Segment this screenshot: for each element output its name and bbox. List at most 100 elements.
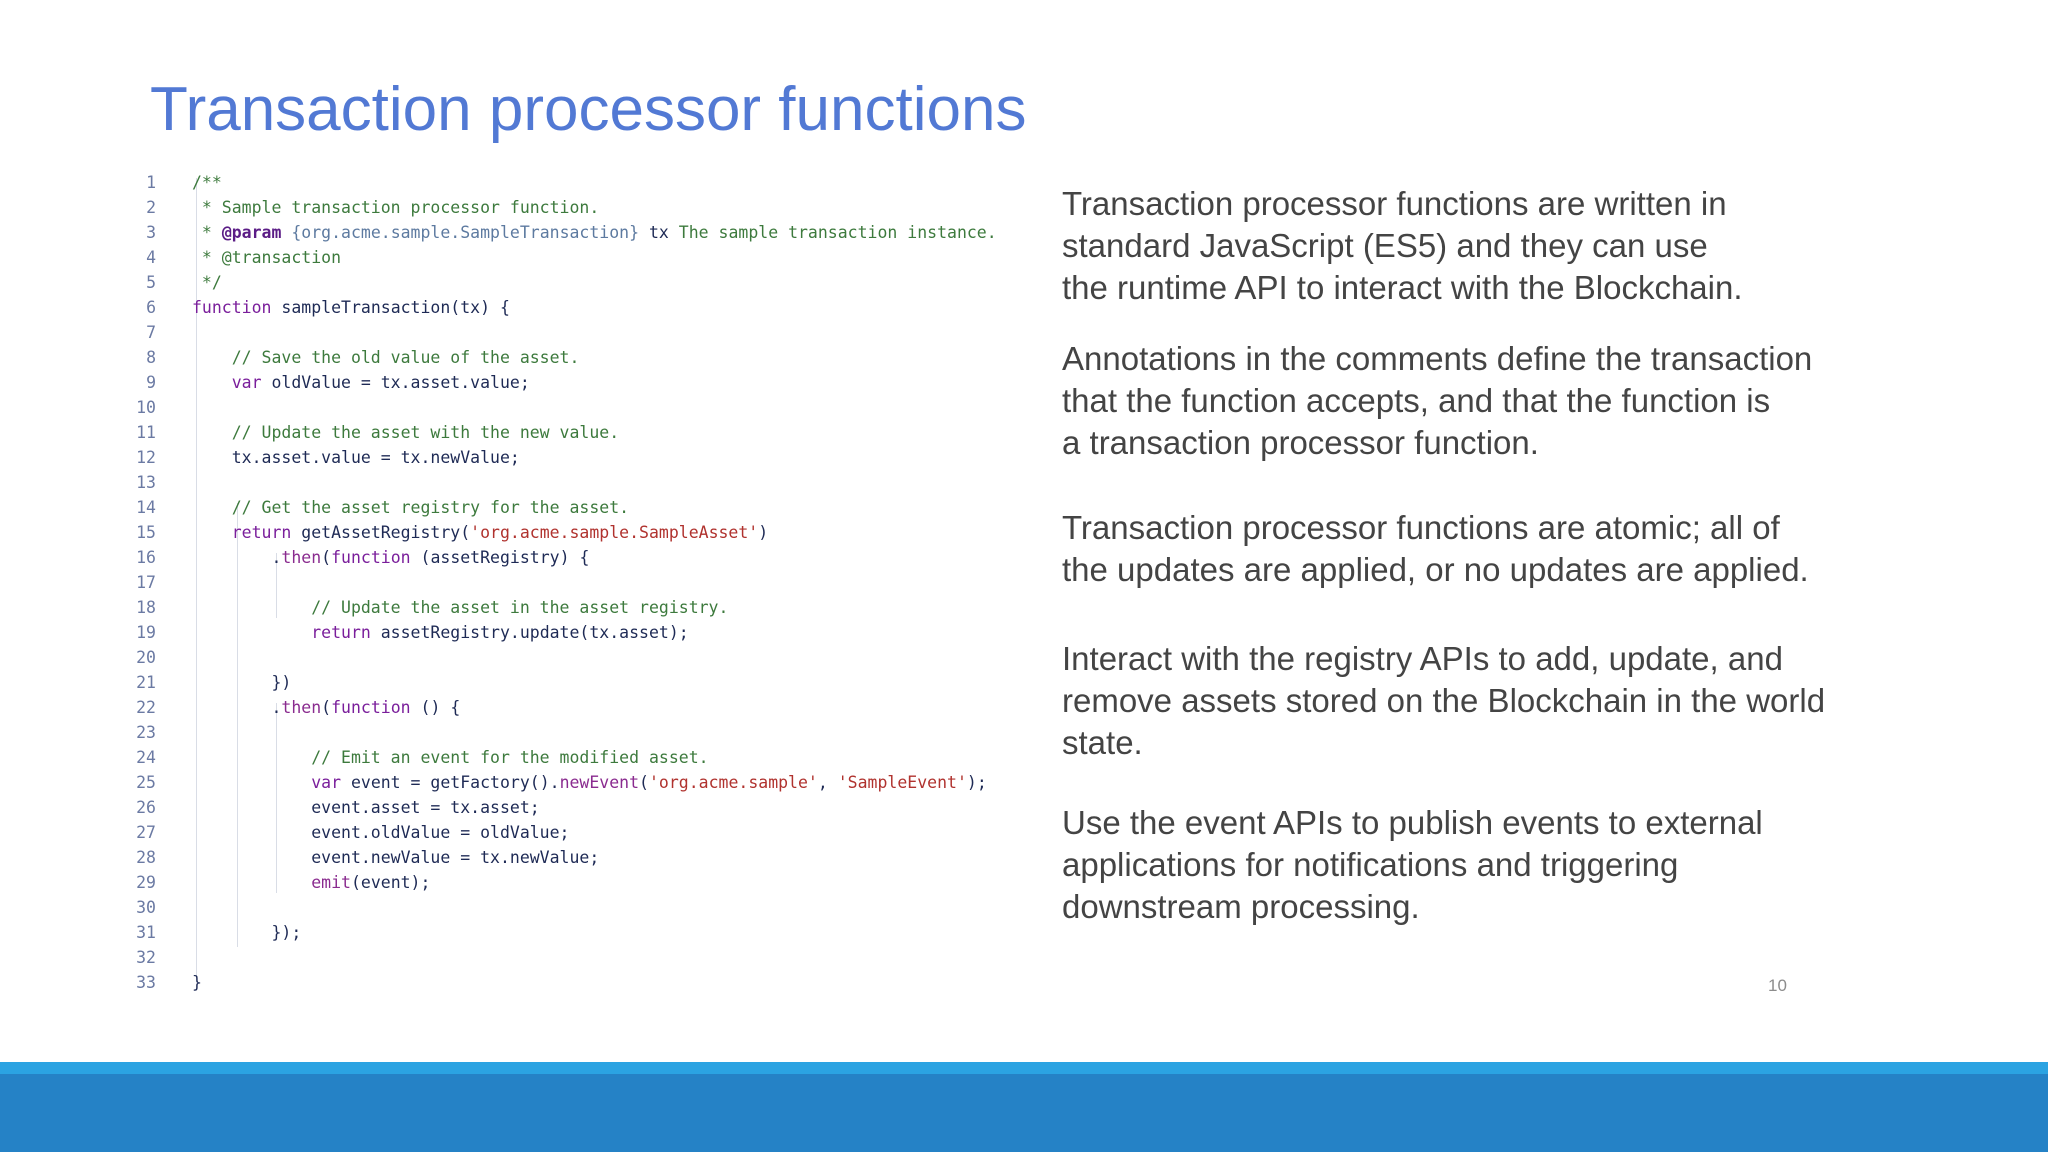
line-number: 27: [136, 823, 156, 842]
line-number: 33: [136, 973, 156, 992]
paragraph-line: state.: [1062, 724, 1143, 761]
code-token: // Update the asset in the asset registr…: [192, 598, 729, 617]
code-token: // Update the asset with the new value.: [192, 423, 620, 442]
code-text: */: [192, 270, 222, 295]
code-text: * Sample transaction processor function.: [192, 195, 599, 220]
code-token: * Sample transaction processor function.: [192, 198, 600, 217]
code-text: .then(function (assetRegistry) {: [192, 545, 589, 570]
code-text: // Get the asset registry for the asset.: [192, 495, 629, 520]
paragraph-line: Transaction processor functions are writ…: [1062, 185, 1727, 222]
code-token: .: [192, 548, 282, 567]
code-text: // Emit an event for the modified asset.: [192, 745, 709, 770]
line-number: 4: [146, 248, 156, 267]
code-token: tx: [639, 223, 669, 242]
line-number: 17: [136, 573, 156, 592]
code-token: (assetRegistry) {: [410, 548, 590, 567]
code-token: */: [192, 273, 222, 292]
page-number: 10: [1768, 976, 1787, 995]
paragraph-line: the runtime API to interact with the Blo…: [1062, 269, 1743, 306]
line-number: 31: [136, 923, 156, 942]
code-token: /**: [192, 173, 222, 192]
code-token: event.asset = tx.asset;: [192, 798, 540, 817]
line-number: 20: [136, 648, 156, 667]
paragraph-line: remove assets stored on the Blockchain i…: [1062, 682, 1826, 719]
description-paragraph-3: Transaction processor functions are atom…: [1062, 507, 1922, 591]
indent-guide: [276, 703, 277, 893]
line-number: 19: [136, 623, 156, 642]
code-token: return: [192, 523, 292, 542]
line-number: 13: [136, 473, 156, 492]
line-number: 2: [146, 198, 156, 217]
indent-guide: [196, 178, 197, 978]
code-token: });: [192, 923, 302, 942]
code-token: var: [192, 373, 262, 392]
line-number: 8: [146, 348, 156, 367]
line-number: 21: [136, 673, 156, 692]
code-token: 'org.acme.sample': [648, 773, 818, 792]
paragraph-line: Interact with the registry APIs to add, …: [1062, 640, 1783, 677]
paragraph-line: a transaction processor function.: [1062, 424, 1539, 461]
code-token: * @transaction: [192, 248, 342, 267]
code-token: sampleTransaction(tx) {: [271, 298, 510, 317]
code-token: ,: [817, 773, 838, 792]
paragraph-line: standard JavaScript (ES5) and they can u…: [1062, 227, 1708, 264]
line-number: 25: [136, 773, 156, 792]
code-text: .then(function () {: [192, 695, 460, 720]
footer-accent-stripe: [0, 1062, 2048, 1074]
footer-bar: [0, 1062, 2048, 1152]
code-text: // Update the asset with the new value.: [192, 420, 619, 445]
line-number: 18: [136, 598, 156, 617]
code-text: function sampleTransaction(tx) {: [192, 295, 510, 320]
code-text: var oldValue = tx.asset.value;: [192, 370, 530, 395]
code-token: emit: [192, 873, 351, 892]
code-text: }): [192, 670, 291, 695]
description-paragraph-2: Annotations in the comments define the t…: [1062, 338, 1922, 464]
code-text: return assetRegistry.update(tx.asset);: [192, 620, 689, 645]
line-number: 28: [136, 848, 156, 867]
code-token: @param: [221, 223, 282, 242]
slide-title: Transaction processor functions: [150, 75, 1027, 144]
code-text: emit(event);: [192, 870, 430, 895]
paragraph-line: Annotations in the comments define the t…: [1062, 340, 1813, 377]
code-text: // Save the old value of the asset.: [192, 345, 580, 370]
code-token: oldValue = tx.asset.value;: [261, 373, 530, 392]
paragraph-line: Use the event APIs to publish events to …: [1062, 804, 1763, 841]
line-number: 24: [136, 748, 156, 767]
indent-guide: [276, 553, 277, 618]
code-token: newEvent: [559, 773, 640, 792]
paragraph-line: that the function accepts, and that the …: [1062, 382, 1771, 419]
line-number: 26: [136, 798, 156, 817]
line-number: 10: [136, 398, 156, 417]
code-token: 'org.acme.sample.SampleAsset': [470, 523, 759, 542]
code-text: }: [192, 970, 202, 995]
code-text: event.asset = tx.asset;: [192, 795, 540, 820]
code-token: event.newValue = tx.newValue;: [192, 848, 600, 867]
code-token: event = getFactory().: [341, 773, 560, 792]
code-token: assetRegistry.update(tx.asset);: [370, 623, 689, 642]
line-number: 5: [146, 273, 156, 292]
line-number: 9: [146, 373, 156, 392]
code-text: event.oldValue = oldValue;: [192, 820, 569, 845]
code-text: * @transaction: [192, 245, 341, 270]
code-token: );: [966, 773, 987, 792]
indent-guide: [237, 503, 238, 947]
code-token: // Emit an event for the modified asset.: [192, 748, 709, 767]
line-number: 29: [136, 873, 156, 892]
line-number: 30: [136, 898, 156, 917]
code-token: (: [321, 548, 332, 567]
line-number: 32: [136, 948, 156, 967]
description-paragraph-1: Transaction processor functions are writ…: [1062, 183, 1922, 309]
code-token: ): [758, 523, 769, 542]
line-number: 6: [146, 298, 156, 317]
paragraph-line: Transaction processor functions are atom…: [1062, 509, 1780, 546]
code-text: var event = getFactory().newEvent('org.a…: [192, 770, 987, 795]
code-token: function: [331, 698, 411, 717]
code-text: /**: [192, 170, 222, 195]
code-token: tx.asset.value = tx.newValue;: [192, 448, 520, 467]
line-number: 15: [136, 523, 156, 542]
code-text: });: [192, 920, 301, 945]
code-token: 'SampleEvent': [837, 773, 967, 792]
code-token: *: [192, 223, 222, 242]
code-token: function: [331, 548, 411, 567]
code-token: then: [281, 698, 322, 717]
